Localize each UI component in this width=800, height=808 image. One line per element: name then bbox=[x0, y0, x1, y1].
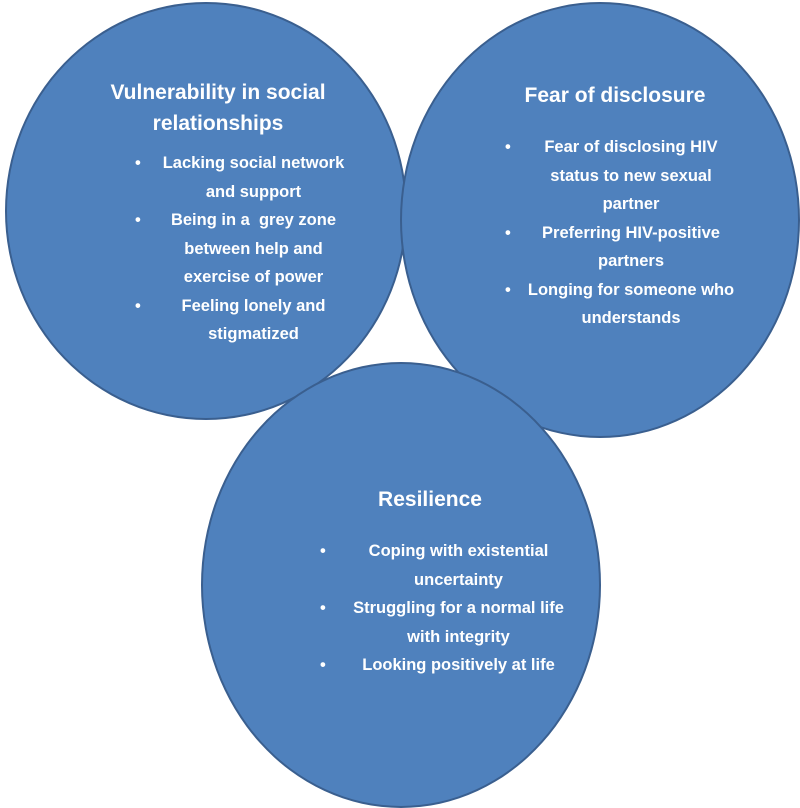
circle-fear-of-disclosure bbox=[400, 2, 800, 438]
list-item: • Fear of disclosing HIV status to new s… bbox=[505, 133, 735, 219]
bullet-icon: • bbox=[505, 280, 511, 299]
bullet-icon: • bbox=[320, 656, 326, 674]
circle-vulnerability bbox=[5, 2, 407, 420]
bullet-icon: • bbox=[135, 154, 141, 172]
list-item: • Struggling for a normal life with inte… bbox=[320, 594, 575, 651]
vulnerability-list: • Lacking social network and support • B… bbox=[135, 149, 350, 349]
list-item-text: Coping with existential uncertainty bbox=[368, 542, 549, 589]
bullet-icon: • bbox=[135, 296, 141, 315]
list-item: • Preferring HIV-positive partners bbox=[505, 219, 735, 276]
bullet-icon: • bbox=[135, 211, 141, 229]
bullet-icon: • bbox=[505, 138, 511, 156]
resilience-text: Resilience • Coping with existential unc… bbox=[300, 484, 564, 680]
list-item: • Feeling lonely and stigmatized bbox=[135, 292, 350, 349]
bullet-icon: • bbox=[320, 599, 326, 617]
list-item: • Being in a grey zone between help and … bbox=[135, 206, 350, 292]
list-item-text: Looking positively at life bbox=[362, 656, 555, 674]
list-item-text: Feeling lonely and stigmatized bbox=[181, 296, 326, 344]
vulnerability-heading: Vulnerability in social relationships bbox=[110, 81, 326, 135]
vulnerability-text: Vulnerability in social relationships • … bbox=[95, 77, 344, 349]
list-item-text: Lacking social network and support bbox=[162, 154, 345, 201]
bullet-icon: • bbox=[320, 542, 326, 560]
list-item-text: Preferring HIV-positive partners bbox=[542, 223, 720, 271]
list-item-text: Longing for someone who understands bbox=[527, 280, 735, 328]
list-item: • Looking positively at life bbox=[320, 651, 575, 680]
list-item-text: Struggling for a normal life with integr… bbox=[353, 599, 564, 646]
list-item-text: Being in a grey zone between help and ex… bbox=[170, 211, 341, 286]
list-item: • Coping with existential uncertainty bbox=[320, 537, 575, 594]
resilience-heading: Resilience bbox=[378, 488, 482, 511]
list-item-text: Fear of disclosing HIV status to new sex… bbox=[544, 138, 718, 213]
fear-of-disclosure-list: • Fear of disclosing HIV status to new s… bbox=[505, 133, 735, 333]
fear-of-disclosure-heading: Fear of disclosure bbox=[524, 84, 706, 107]
list-item: • Longing for someone who understands bbox=[505, 276, 735, 333]
bullet-icon: • bbox=[505, 223, 511, 242]
circle-resilience bbox=[201, 362, 601, 808]
fear-of-disclosure-text: Fear of disclosure • Fear of disclosing … bbox=[495, 80, 735, 333]
resilience-list: • Coping with existential uncertainty • … bbox=[320, 537, 575, 680]
list-item: • Lacking social network and support bbox=[135, 149, 350, 206]
